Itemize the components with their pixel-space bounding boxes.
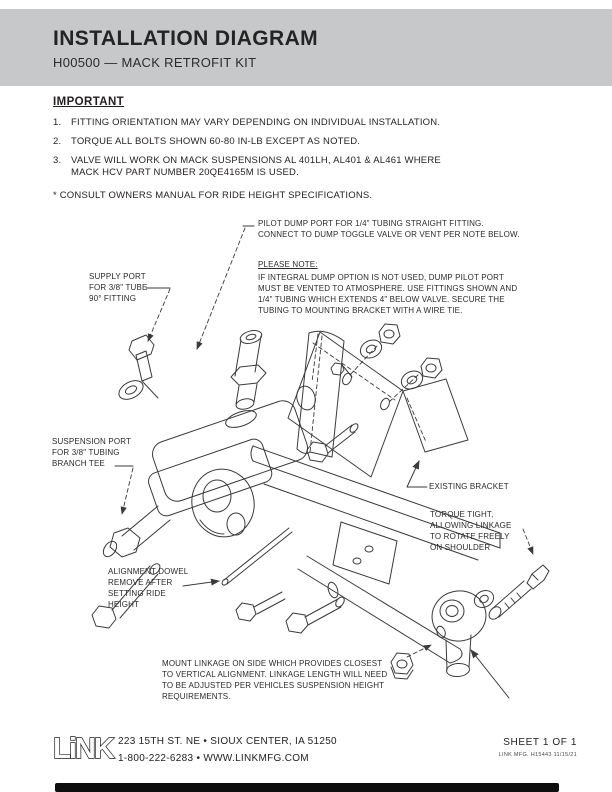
footer-address-line2: 1-800-222-6283 • WWW.LINKMFG.COM <box>118 753 309 764</box>
page-title: INSTALLATION DIAGRAM <box>53 27 319 50</box>
link-logo: LiNK <box>44 729 122 767</box>
item-number: 1. <box>53 117 62 128</box>
header-band <box>0 9 612 86</box>
important-item: 2. TORQUE ALL BOLTS SHOWN 60-80 IN-LB EX… <box>53 136 558 149</box>
important-section: IMPORTANT 1. FITTING ORIENTATION MAY VAR… <box>53 96 558 201</box>
link-logo-text: LiNK <box>53 733 115 765</box>
sheet-number: SHEET 1 OF 1 <box>503 737 577 748</box>
page-subtitle: H00500 — MACK RETROFIT KIT <box>53 55 257 70</box>
document-reference: LINK MFG. H15443 11/15/21 <box>498 752 577 758</box>
footer-address-line1: 223 15TH ST. NE • SIOUX CENTER, IA 51250 <box>118 736 337 747</box>
callout-mount-linkage: MOUNT LINKAGE ON SIDE WHICH PROVIDES CLO… <box>162 659 388 702</box>
ride-height-footnote: * CONSULT OWNERS MANUAL FOR RIDE HEIGHT … <box>53 190 373 202</box>
page-bottom-bar <box>55 783 559 792</box>
callout-existing-bracket: EXISTING BRACKET <box>429 482 509 491</box>
important-item: 1. FITTING ORIENTATION MAY VARY DEPENDIN… <box>53 117 558 130</box>
callout-supply-port: SUPPLY PORT FOR 3/8" TUBE 90° FITTING <box>89 272 148 304</box>
existing-bracket-drawing <box>287 323 469 478</box>
item-number: 2. <box>53 135 62 147</box>
callout-suspension-port: SUSPENSION PORT FOR 3/8" TUBING BRANCH T… <box>52 437 132 469</box>
sheet-info: SHEET 1 OF 1 LINK MFG. H15443 11/15/21 <box>499 737 577 758</box>
item-text: VALVE WILL WORK ON MACK SUSPENSIONS AL 4… <box>71 154 441 179</box>
callout-pilot-dump-port: PILOT DUMP PORT FOR 1/4" TUBING STRAIGHT… <box>258 219 520 240</box>
item-text: TORQUE ALL BOLTS SHOWN 60-80 IN-LB EXCEP… <box>71 135 361 147</box>
item-text: FITTING ORIENTATION MAY VARY DEPENDING O… <box>71 117 441 128</box>
mounting-bracket-drawing <box>296 330 345 458</box>
callout-alignment-dowel: ALIGNMENT DOWEL REMOVE AFTER SETTING RID… <box>108 567 189 610</box>
item-number: 3. <box>53 154 62 166</box>
please-note-body: IF INTEGRAL DUMP OPTION IS NOT USED, DUM… <box>258 273 518 316</box>
callout-torque-tight: TORQUE TIGHT, ALLOWING LINKAGE TO ROTATE… <box>430 510 512 553</box>
please-note-heading: PLEASE NOTE: <box>258 260 318 270</box>
callout-please-note: PLEASE NOTE: IF INTEGRAL DUMP OPTION IS … <box>258 248 517 327</box>
important-item: 3. VALVE WILL WORK ON MACK SUSPENSIONS A… <box>53 155 558 181</box>
important-heading: IMPORTANT <box>53 96 125 108</box>
